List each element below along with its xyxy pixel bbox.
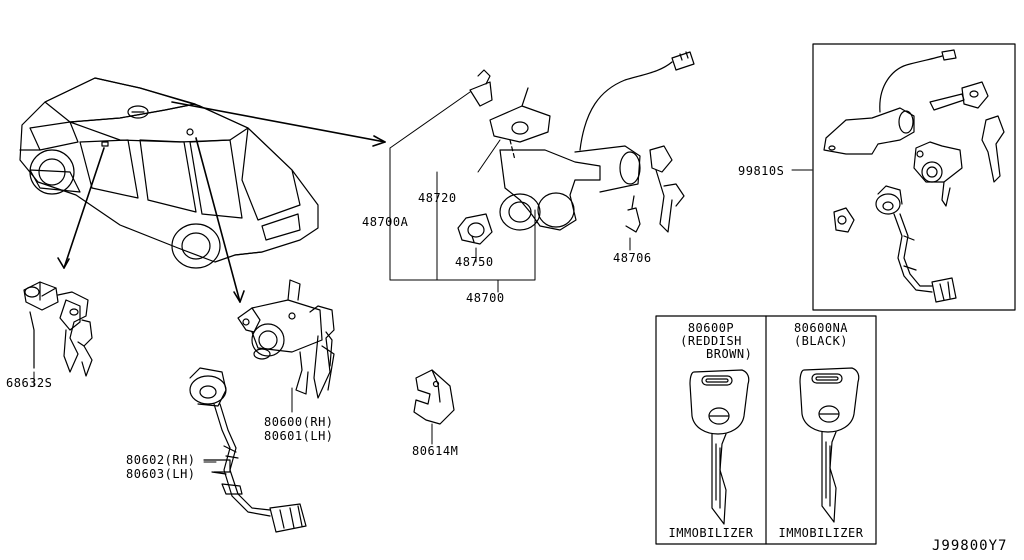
vehicle-leader-arrows <box>58 102 385 302</box>
label-80603: 80603(LH) <box>126 467 196 481</box>
label-48750: 48750 <box>455 255 494 269</box>
diagram-id: J99800Y7 <box>932 538 1008 554</box>
label-key-80600p-color-1: (REDDISH <box>680 334 742 348</box>
label-80601: 80601(LH) <box>264 429 334 443</box>
label-key-80600p-footer: IMMOBILIZER <box>668 526 754 540</box>
lock-68632s-illustration <box>24 282 92 376</box>
label-key-80600na-footer: IMMOBILIZER <box>778 526 864 540</box>
label-key-80600na: 80600NA <box>793 321 849 335</box>
label-48700a: 48700A <box>362 215 409 229</box>
bracket-80614m-illustration <box>414 370 454 424</box>
door-lock-80600-illustration <box>238 280 334 398</box>
label-48700: 48700 <box>466 291 505 305</box>
label-80614m: 80614M <box>412 444 459 458</box>
kit-99810s-frame <box>813 44 1015 310</box>
harness-80602-illustration <box>190 368 306 532</box>
label-key-80600p-color-2: BROWN) <box>706 347 753 361</box>
key-80600na-illustration <box>800 368 859 522</box>
label-80600: 80600(RH) <box>264 415 334 429</box>
label-99810s: 99810S <box>738 164 785 178</box>
vehicle-illustration <box>20 78 318 268</box>
label-68632s: 68632S <box>6 376 53 390</box>
label-48706: 48706 <box>613 251 652 265</box>
key-80600p-illustration <box>690 370 749 524</box>
label-key-80600p: 80600P <box>687 321 735 335</box>
label-80602: 80602(RH) <box>126 453 196 467</box>
kit-99810s-illustration <box>824 50 1004 302</box>
steering-lock-48700-illustration <box>458 52 694 244</box>
label-key-80600na-color: (BLACK) <box>793 334 849 348</box>
label-48720: 48720 <box>418 191 457 205</box>
part-leader-lines <box>34 92 812 462</box>
